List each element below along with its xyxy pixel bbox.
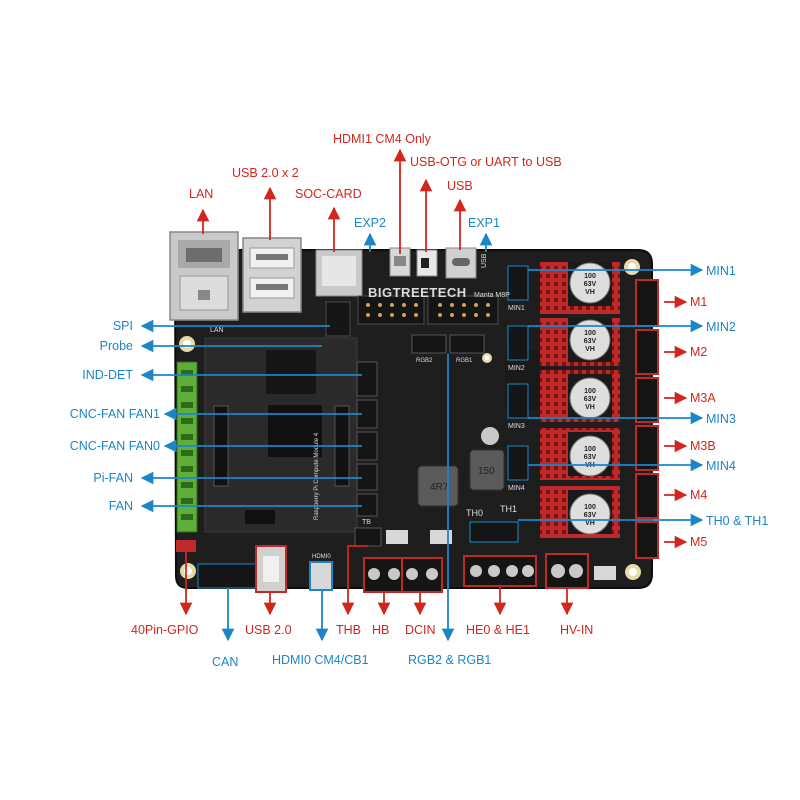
- usb-otg-label: USB-OTG or UART to USB: [410, 155, 562, 169]
- usb-2x2-label: USB 2.0 x 2: [232, 166, 299, 180]
- spi-label: SPI: [113, 319, 133, 333]
- m3b-label: M3B: [690, 439, 716, 453]
- cap5-line2: 63V: [584, 512, 597, 519]
- lan-silk: LAN: [210, 327, 224, 334]
- th0-silk: TH0: [466, 508, 483, 518]
- hdmi1-label: HDMI1 CM4 Only: [333, 132, 432, 146]
- cap3-line3: VH: [585, 404, 595, 411]
- red-callouts: [179, 148, 688, 616]
- thb-label: THB: [336, 623, 361, 637]
- mounting-holes: [179, 259, 641, 580]
- exp2-label: EXP2: [354, 216, 386, 230]
- min3-silk: MIN3: [508, 423, 525, 430]
- blue-callouts: [140, 232, 704, 642]
- lan-port: [169, 231, 239, 321]
- th1-silk: TH1: [500, 504, 517, 514]
- ind-det-label: IND-DET: [82, 368, 133, 382]
- m5-label: M5: [690, 535, 707, 549]
- cap5-line1: 100: [584, 504, 596, 511]
- capacitors: [569, 262, 611, 535]
- cm4-module: [204, 337, 358, 533]
- thermistor-headers: [469, 521, 519, 543]
- usb-c-port: [445, 247, 477, 279]
- cap1-line1: 100: [584, 273, 596, 280]
- usb-dual-port: [242, 237, 302, 313]
- m4-label: M4: [690, 488, 707, 502]
- model-silk: Manta M8P: [474, 292, 510, 299]
- exp1-label: EXP1: [468, 216, 500, 230]
- motor-connectors: [635, 279, 659, 559]
- exp1-header: [427, 295, 499, 325]
- inductor-top-silk: 4R7: [430, 482, 449, 493]
- hb-label: HB: [372, 623, 389, 637]
- m3a-label: M3A: [690, 391, 716, 405]
- rgb1-silk: RGB1: [456, 358, 473, 364]
- usb-otg-switch: [416, 249, 438, 277]
- cnc-fan0-label: CNC-FAN FAN0: [70, 439, 160, 453]
- cnc-fan1-label: CNC-FAN FAN1: [70, 407, 160, 421]
- usb-silk: USB: [481, 253, 488, 268]
- soc-card-slot: [315, 249, 363, 297]
- cap4-line2: 63V: [584, 454, 597, 461]
- min3-label: MIN3: [706, 412, 736, 426]
- cap2-line1: 100: [584, 330, 596, 337]
- usb20-label: USB 2.0: [245, 623, 292, 637]
- min2-silk: MIN2: [508, 365, 525, 372]
- gpio40-label: 40Pin-GPIO: [131, 623, 199, 637]
- usb-label: USB: [447, 179, 473, 193]
- cap2-line3: VH: [585, 346, 595, 353]
- lan-label: LAN: [189, 187, 213, 201]
- cap1-line3: VH: [585, 289, 595, 296]
- pcb-board: [169, 231, 659, 593]
- hdmi0-silk: HDMI0: [312, 554, 331, 560]
- cap4-line1: 100: [584, 446, 596, 453]
- can-label: CAN: [212, 655, 238, 669]
- rgb-headers: [411, 334, 485, 354]
- cap1-line2: 63V: [584, 281, 597, 288]
- th0-th1-label: TH0 & TH1: [706, 514, 768, 528]
- m2-label: M2: [690, 345, 707, 359]
- pi-fan-label: Pi-FAN: [93, 471, 133, 485]
- min4-silk: MIN4: [508, 485, 525, 492]
- cap3-line1: 100: [584, 388, 596, 395]
- brand-silk: BIGTREETECH: [368, 285, 467, 300]
- min1-label: MIN1: [706, 264, 736, 278]
- cap3-line2: 63V: [584, 396, 597, 403]
- probe-label: Probe: [100, 339, 133, 353]
- hv-in-label: HV-IN: [560, 623, 593, 637]
- min2-label: MIN2: [706, 320, 736, 334]
- min4-label: MIN4: [706, 459, 736, 473]
- fan-headers: [354, 361, 382, 547]
- hdmi0-label: HDMI0 CM4/CB1: [272, 653, 369, 667]
- dcin-label: DCIN: [405, 623, 436, 637]
- tb-silk: TB: [362, 519, 371, 526]
- soc-card-label: SOC-CARD: [295, 187, 362, 201]
- min1-silk: MIN1: [508, 305, 525, 312]
- module-silk: Raspberry Pi Compute Module 4: [314, 432, 320, 520]
- callout-labels: LAN USB 2.0 x 2 SOC-CARD HDMI1 CM4 Only …: [70, 132, 769, 669]
- rgb-label: RGB2 & RGB1: [408, 653, 491, 667]
- endstop-headers: [507, 265, 529, 481]
- inductor-bottom-silk: 150: [478, 466, 495, 477]
- cap2-line2: 63V: [584, 338, 597, 345]
- rgb2-silk: RGB2: [416, 358, 433, 364]
- fan-label: FAN: [109, 499, 133, 513]
- cap5-line3: VH: [585, 520, 595, 527]
- exp2-header: [357, 295, 425, 325]
- spi-header: [325, 301, 351, 337]
- m1-label: M1: [690, 295, 707, 309]
- he0-he1-label: HE0 & HE1: [466, 623, 530, 637]
- fan-terminals: [176, 361, 198, 552]
